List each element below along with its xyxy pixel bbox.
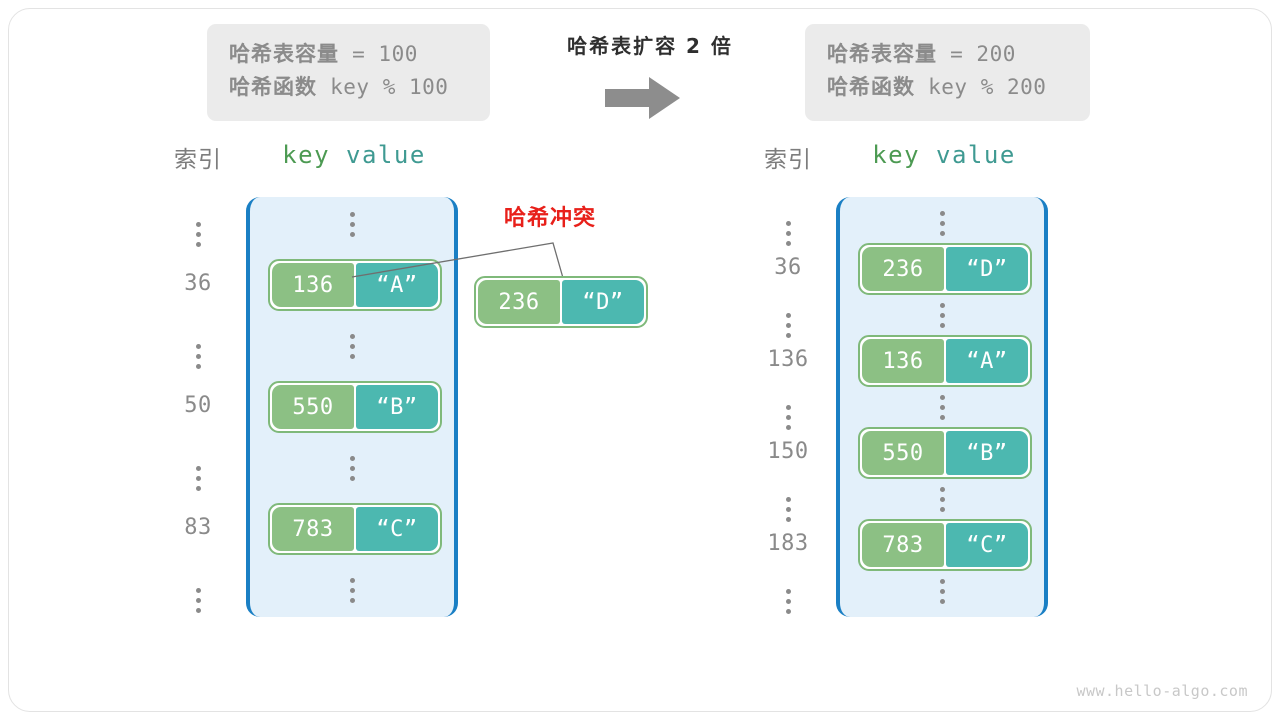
before-header-index: 索引 — [174, 147, 222, 173]
pair-value: “A” — [356, 263, 438, 307]
kv-pair-cell: 783“C” — [268, 503, 442, 555]
before-capacity-value: = 100 — [339, 42, 418, 66]
after-header-value: value — [936, 141, 1016, 169]
kv-pair-cell: 136“A” — [858, 335, 1032, 387]
before-hashfn-line: 哈希函数 key % 100 — [229, 71, 468, 104]
after-hashfn-line: 哈希函数 key % 200 — [827, 71, 1068, 104]
bucket-ellipsis — [840, 579, 1044, 604]
pair-key: 550 — [272, 385, 354, 429]
vertical-ellipsis-icon — [349, 578, 355, 603]
after-hashfn-value: key % 200 — [915, 74, 1047, 99]
index-cell — [740, 577, 836, 614]
right-arrow-icon — [605, 77, 680, 119]
index-cell — [740, 209, 836, 246]
before-capacity-label: 哈希表容量 — [229, 42, 339, 66]
before-hash-config-box: 哈希表容量 = 100 哈希函数 key % 100 — [207, 24, 490, 121]
index-cell: 36 — [184, 271, 212, 296]
pair-value: “B” — [946, 431, 1028, 475]
bucket-ellipsis — [840, 211, 1044, 236]
index-cell: 150 — [767, 439, 809, 464]
before-header-key: key — [282, 141, 331, 169]
vertical-ellipsis-icon — [195, 588, 201, 613]
pair-key: 783 — [272, 507, 354, 551]
index-cell: 50 — [184, 393, 212, 418]
collision-pair-cell: 236 “D” — [474, 276, 648, 328]
vertical-ellipsis-icon — [939, 487, 945, 512]
vertical-ellipsis-icon — [195, 222, 201, 247]
index-cell — [150, 576, 246, 613]
vertical-ellipsis-icon — [349, 212, 355, 237]
watermark: www.hello-algo.com — [1076, 682, 1248, 700]
index-cell — [150, 454, 246, 491]
before-header-value: value — [346, 141, 426, 169]
vertical-ellipsis-icon — [939, 395, 945, 420]
index-cell — [740, 301, 836, 338]
after-header-index: 索引 — [764, 147, 812, 173]
index-cell — [740, 393, 836, 430]
index-cell: 183 — [767, 531, 809, 556]
kv-pair-cell: 550“B” — [858, 427, 1032, 479]
bucket-ellipsis — [250, 334, 454, 359]
index-cell: 36 — [774, 255, 802, 280]
index-cell: 136 — [767, 347, 809, 372]
vertical-ellipsis-icon — [785, 497, 791, 522]
pair-value: “D” — [946, 247, 1028, 291]
kv-pair-cell: 136“A” — [268, 259, 442, 311]
collision-value: “D” — [562, 280, 644, 324]
bucket-ellipsis — [250, 212, 454, 237]
pair-value: “B” — [356, 385, 438, 429]
pair-value: “A” — [946, 339, 1028, 383]
collision-label: 哈希冲突 — [503, 206, 596, 231]
pair-key: 136 — [272, 263, 354, 307]
after-hash-config-box: 哈希表容量 = 200 哈希函数 key % 200 — [805, 24, 1090, 121]
before-bucket-container: 136“A” 550“B” 783“C” — [246, 197, 458, 617]
index-cell: 83 — [184, 515, 212, 540]
pair-key: 550 — [862, 431, 944, 475]
vertical-ellipsis-icon — [939, 303, 945, 328]
vertical-ellipsis-icon — [195, 344, 201, 369]
vertical-ellipsis-icon — [785, 589, 791, 614]
bucket-ellipsis — [250, 578, 454, 603]
after-bucket-container: 236“D” 136“A” 550“B” 783“C” — [836, 197, 1048, 617]
after-capacity-label: 哈希表容量 — [827, 42, 937, 66]
index-cell — [150, 210, 246, 247]
vertical-ellipsis-icon — [785, 405, 791, 430]
after-header-key: key — [872, 141, 921, 169]
vertical-ellipsis-icon — [195, 466, 201, 491]
vertical-ellipsis-icon — [349, 334, 355, 359]
outer-frame — [8, 8, 1272, 712]
before-hashfn-label: 哈希函数 — [229, 74, 317, 99]
pair-key: 783 — [862, 523, 944, 567]
kv-pair-cell: 550“B” — [268, 381, 442, 433]
pair-value: “C” — [356, 507, 438, 551]
pair-key: 236 — [862, 247, 944, 291]
after-hashfn-label: 哈希函数 — [827, 74, 915, 99]
pair-key: 136 — [862, 339, 944, 383]
index-cell — [740, 485, 836, 522]
bucket-ellipsis — [840, 395, 1044, 420]
collision-key: 236 — [478, 280, 560, 324]
before-hashfn-value: key % 100 — [317, 74, 449, 99]
pair-value: “C” — [946, 523, 1028, 567]
kv-pair-cell: 236“D” — [858, 243, 1032, 295]
vertical-ellipsis-icon — [785, 221, 791, 246]
after-header-keyvalue: key value — [836, 141, 1052, 169]
before-header-keyvalue: key value — [246, 141, 462, 169]
vertical-ellipsis-icon — [349, 456, 355, 481]
bucket-ellipsis — [840, 487, 1044, 512]
bucket-ellipsis — [250, 456, 454, 481]
kv-pair-cell: 783“C” — [858, 519, 1032, 571]
vertical-ellipsis-icon — [785, 313, 791, 338]
after-capacity-line: 哈希表容量 = 200 — [827, 38, 1068, 71]
index-cell — [150, 332, 246, 369]
before-capacity-line: 哈希表容量 = 100 — [229, 38, 468, 71]
vertical-ellipsis-icon — [939, 211, 945, 236]
after-capacity-value: = 200 — [937, 42, 1016, 66]
bucket-ellipsis — [840, 303, 1044, 328]
expansion-title: 哈希表扩容 2 倍 — [567, 34, 733, 58]
vertical-ellipsis-icon — [939, 579, 945, 604]
